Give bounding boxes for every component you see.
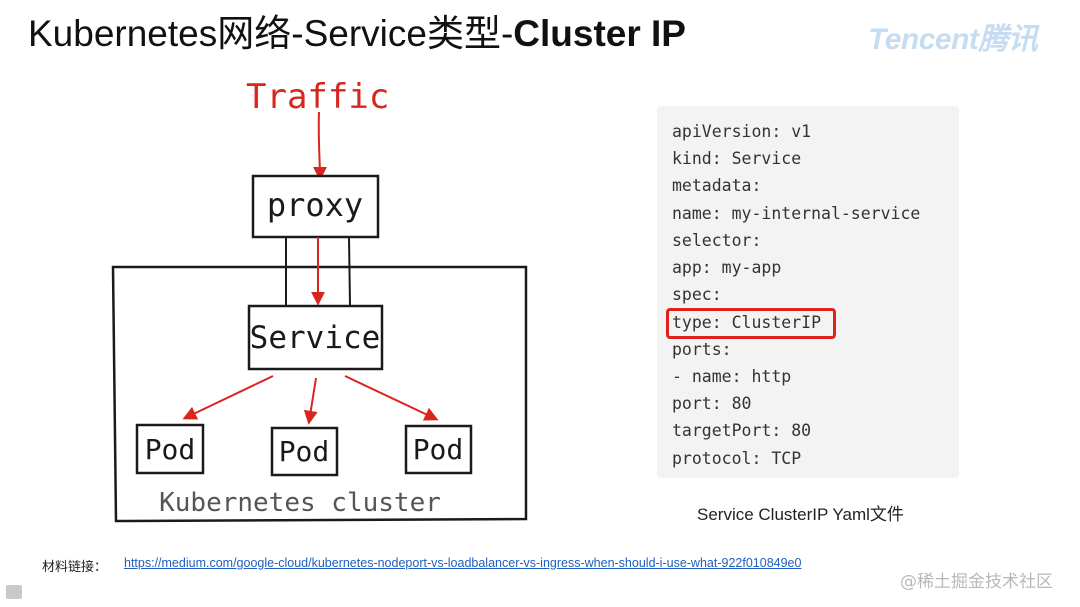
proxy-service-line-right: [348, 236, 351, 306]
pod-label-3: Pod: [413, 433, 464, 466]
title-bold-text: Cluster IP: [513, 13, 686, 54]
tencent-logo: Tencent腾讯: [868, 23, 1038, 56]
pod-label-1: Pod: [145, 433, 196, 466]
yaml-line: - name: http: [672, 367, 792, 386]
clusterip-highlight-box: [666, 308, 836, 339]
yaml-line: selector:: [672, 231, 762, 250]
service-pod2-arrow: [303, 377, 318, 425]
yaml-line: protocol: TCP: [672, 449, 802, 468]
yaml-line: metadata:: [672, 176, 762, 195]
cluster-label: Kubernetes cluster: [159, 488, 441, 518]
traffic-arrow: [312, 111, 327, 181]
service-pod1-arrow: [182, 375, 274, 420]
yaml-code-panel: apiVersion: v1 kind: Service metadata: n…: [657, 106, 959, 478]
yaml-line: name: my-internal-service: [672, 204, 921, 223]
pod-box-1: [135, 423, 205, 475]
reference-label: 材料链接：: [42, 560, 108, 575]
corner-icon: [6, 585, 22, 599]
yaml-line: ports:: [672, 340, 732, 359]
cluster-ip-diagram: Traffic proxy Service Pod Pod Pod Kubern…: [111, 77, 528, 523]
reference-link[interactable]: https://medium.com/google-cloud/kubernet…: [124, 556, 802, 570]
service-box: [247, 304, 384, 371]
page-title: Kubernetes网络-Service类型-Cluster IP: [28, 12, 686, 56]
title-text: Kubernetes网络-Service类型-: [28, 13, 514, 54]
proxy-label: proxy: [267, 186, 363, 224]
pod-box-3: [404, 424, 473, 475]
yaml-line: spec:: [672, 285, 722, 304]
proxy-box: [251, 174, 380, 239]
traffic-label: Traffic: [246, 77, 389, 117]
yaml-caption: Service ClusterIP Yaml文件: [697, 505, 904, 524]
cluster-boundary: [111, 265, 528, 523]
yaml-line: kind: Service: [672, 149, 802, 168]
yaml-line-highlighted: type: ClusterIP: [672, 313, 822, 332]
juejin-watermark: @稀土掘金技术社区: [900, 572, 1053, 592]
yaml-line: targetPort: 80: [672, 421, 812, 440]
yaml-line: port: 80: [672, 394, 752, 413]
yaml-line: apiVersion: v1: [672, 122, 812, 141]
pod-box-2: [270, 426, 339, 477]
service-label: Service: [250, 320, 381, 356]
pod-label-2: Pod: [279, 435, 330, 468]
service-pod3-arrow: [344, 375, 439, 421]
yaml-line: app: my-app: [672, 258, 782, 277]
